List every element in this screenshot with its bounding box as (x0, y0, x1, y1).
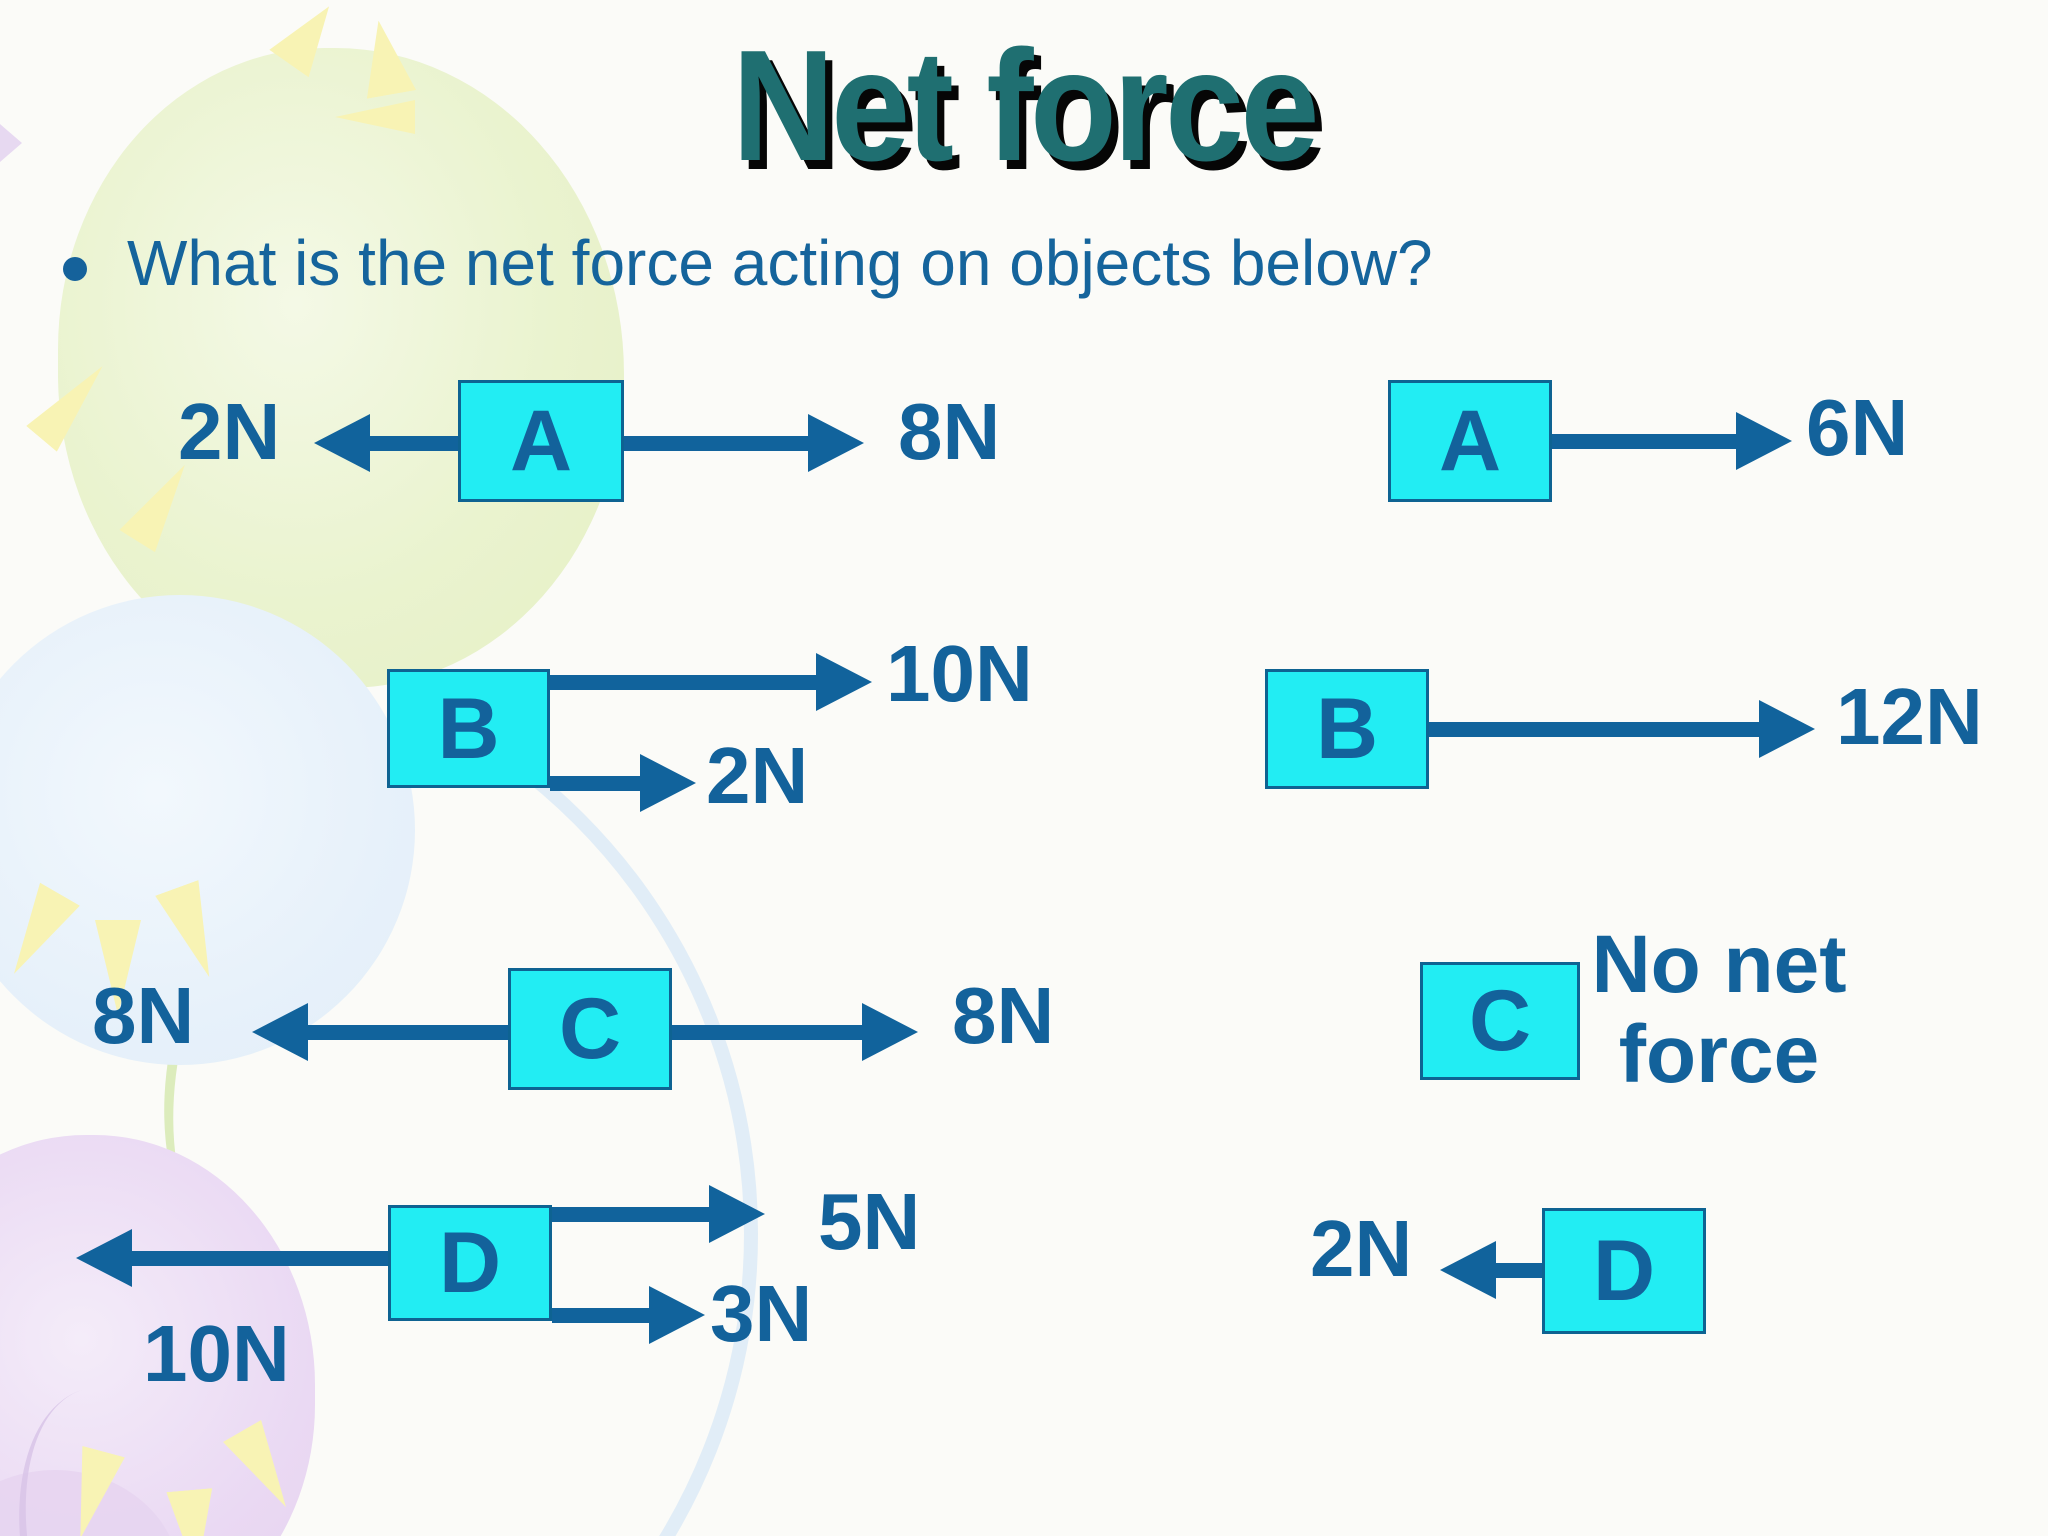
problem-d-bottom-force-label: 3N (710, 1269, 813, 1358)
answer-c-box: C (1420, 962, 1580, 1080)
answer-d-net-force-arrow (1440, 1241, 1542, 1299)
problem-b-top-force-arrow (550, 653, 872, 711)
answer-d-net-force-label: 2N (1310, 1204, 1413, 1293)
problem-c-left-force-label: 8N (92, 971, 195, 1060)
arrow-shaft (624, 436, 822, 451)
answer-c-letter: C (1468, 973, 1532, 1069)
arrow-head (808, 414, 864, 472)
problem-a-box: A (458, 380, 624, 502)
problem-d-left-force-arrow (76, 1229, 388, 1287)
purple-sparkle-icon (0, 112, 22, 174)
problem-b-box: B (387, 669, 550, 788)
answer-a-letter: A (1438, 393, 1502, 489)
answer-b-box: B (1265, 669, 1429, 789)
problem-a-left-force-arrow (314, 414, 460, 472)
problem-a-letter: A (509, 393, 573, 489)
problem-a-right-force-arrow (624, 414, 864, 472)
problem-a-right-force-label: 8N (898, 387, 1001, 476)
answer-d-box: D (1542, 1208, 1706, 1334)
arrow-head (1759, 700, 1815, 758)
answer-c-line2: force (1618, 1009, 1820, 1100)
problem-b-bottom-force-label: 2N (706, 731, 809, 820)
arrow-shaft (294, 1025, 508, 1040)
problem-b-letter: B (437, 680, 500, 777)
arrow-shaft (118, 1251, 388, 1266)
answer-b-net-force-arrow (1429, 700, 1815, 758)
bullet-icon (63, 257, 87, 281)
problem-b-bottom-force-arrow (550, 754, 696, 812)
problem-d-box: D (388, 1205, 552, 1321)
answer-a-net-force-label: 6N (1806, 383, 1909, 472)
answer-c-line1: No net (1591, 919, 1847, 1010)
problem-c-right-force-label: 8N (952, 971, 1055, 1060)
green-balloon-icon (58, 48, 624, 688)
arrow-shaft (672, 1025, 876, 1040)
arrow-head (314, 414, 370, 472)
answer-a-net-force-arrow (1552, 412, 1792, 470)
problem-d-bottom-force-arrow (552, 1286, 705, 1344)
arrow-head (649, 1286, 705, 1344)
arrow-shaft (552, 1207, 723, 1222)
answer-b-net-force-label: 12N (1836, 672, 1983, 761)
answer-c-net-force-text: No net force (1545, 920, 1893, 1100)
problem-d-letter: D (438, 1215, 502, 1311)
arrow-shaft (550, 675, 830, 690)
arrow-head (709, 1185, 765, 1243)
arrow-head (816, 653, 872, 711)
answer-d-letter: D (1592, 1223, 1656, 1319)
problem-a-left-force-label: 2N (178, 387, 281, 476)
arrow-head (252, 1003, 308, 1061)
problem-d-top-force-label: 5N (818, 1177, 921, 1266)
answer-a-box: A (1388, 380, 1552, 502)
problem-b-top-force-label: 10N (886, 629, 1033, 718)
arrow-head (1440, 1241, 1496, 1299)
arrow-shaft (552, 1308, 663, 1323)
question-text: What is the net force acting on objects … (127, 227, 1433, 299)
problem-c-box: C (508, 968, 672, 1090)
arrow-head (862, 1003, 918, 1061)
problem-c-right-force-arrow (672, 1003, 918, 1061)
problem-d-top-force-arrow (552, 1185, 765, 1243)
arrow-head (640, 754, 696, 812)
answer-b-letter: B (1315, 681, 1379, 777)
arrow-head (76, 1229, 132, 1287)
problem-c-left-force-arrow (252, 1003, 508, 1061)
arrow-shaft (1552, 434, 1750, 449)
arrow-shaft (356, 436, 460, 451)
arrow-head (1736, 412, 1792, 470)
arrow-shaft (1482, 1263, 1542, 1278)
problem-d-left-force-label: 10N (143, 1309, 290, 1398)
arrow-shaft (550, 776, 654, 791)
slide-title: Net force (732, 18, 1320, 194)
arrow-shaft (1429, 722, 1773, 737)
problem-c-letter: C (558, 981, 622, 1077)
